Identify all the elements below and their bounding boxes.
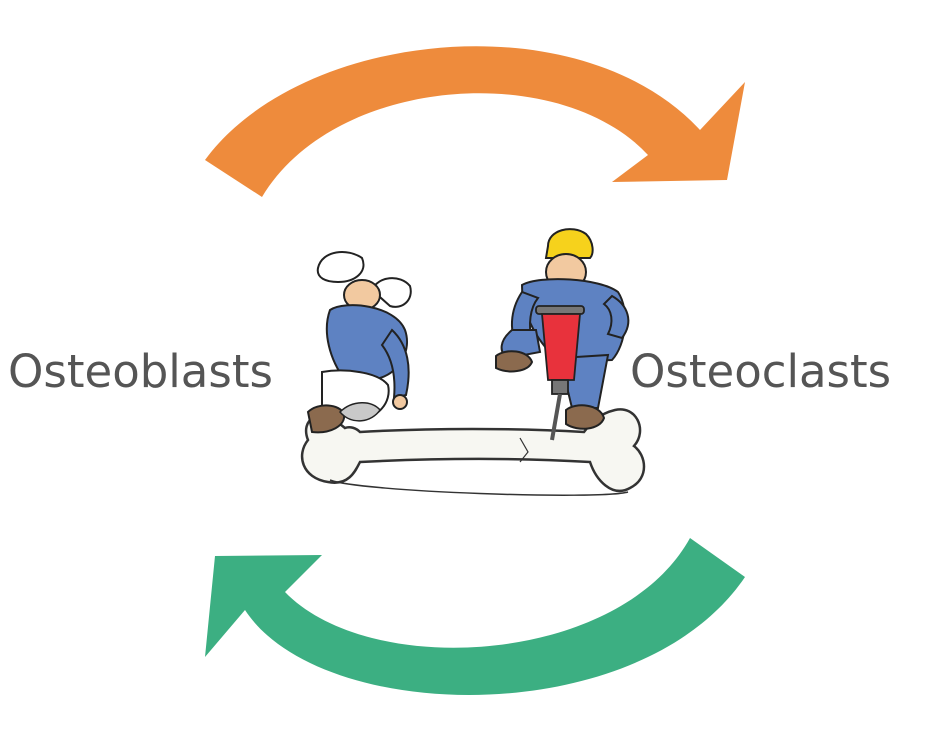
- osteoblasts-label: Osteoblasts: [8, 345, 273, 398]
- top-cycle-arrow-icon: [205, 46, 745, 197]
- bottom-cycle-arrow-icon: [205, 538, 745, 695]
- osteoclasts-label: Osteoclasts: [630, 345, 891, 398]
